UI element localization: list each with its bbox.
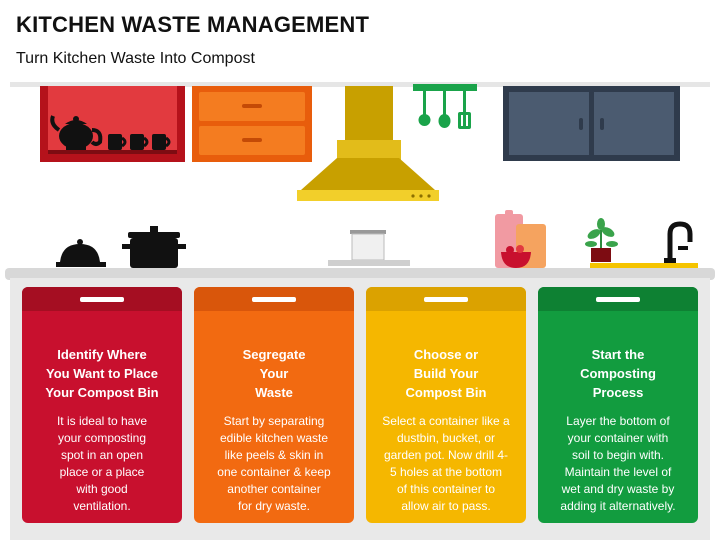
card-top-strip xyxy=(22,287,182,311)
cabinet-knob xyxy=(579,118,583,130)
card-body-line: Start by separating xyxy=(223,414,325,428)
range-hood-icon xyxy=(297,158,439,201)
card-body-line: adding it alternatively. xyxy=(560,499,676,513)
drawer-bottom xyxy=(199,126,305,155)
card-heading-line: Segregate xyxy=(242,347,306,362)
card-body-line: It is ideal to have xyxy=(56,414,148,428)
teapot-icon xyxy=(48,115,177,154)
ladle-icon xyxy=(418,90,451,128)
card-body-line: allow air to pass. xyxy=(401,499,491,513)
card-heading-line: Compost Bin xyxy=(405,385,487,400)
card-body: Layer the bottom of your container with … xyxy=(546,413,690,515)
card-body-line: your container with xyxy=(567,431,669,445)
ceiling-line xyxy=(10,82,710,87)
card-body-line: dustbin, bucket, or xyxy=(396,431,496,445)
step-card-choose-bin: Choose or Build Your Compost Bin Select … xyxy=(366,287,526,523)
cabinet-knob xyxy=(600,118,604,130)
cabinet-door-left xyxy=(509,92,589,155)
covered-dish-icon xyxy=(56,239,106,267)
card-body-line: spot in an open xyxy=(60,448,144,462)
card-body-line: of this container to xyxy=(396,482,496,496)
step-card-start-composting: Start the Composting Process Layer the b… xyxy=(538,287,698,523)
range-hood-duct xyxy=(345,86,393,144)
card-heading-line: Start the xyxy=(591,347,645,362)
card-body-line: with good xyxy=(76,482,128,496)
card-heading: Choose or Build Your Compost Bin xyxy=(374,345,518,402)
card-body-line: wet and dry waste by xyxy=(561,482,675,496)
card-body-line: for dry waste. xyxy=(237,499,311,513)
card-handle xyxy=(252,297,296,302)
card-body-line: Select a container like a xyxy=(382,414,510,428)
card-body-line: edible kitchen waste xyxy=(219,431,329,445)
drawer-cabinet-icon xyxy=(192,86,312,162)
card-body-line: soil to begin with. xyxy=(571,448,665,462)
card-handle xyxy=(596,297,640,302)
card-heading-line: Build Your xyxy=(413,366,479,381)
card-body: Select a container like a dustbin, bucke… xyxy=(374,413,518,515)
card-body-line: place or a place xyxy=(59,465,145,479)
saucepan-icon xyxy=(328,230,410,266)
card-body-line: like peels & skin in xyxy=(224,448,324,462)
card-body: Start by separating edible kitchen waste… xyxy=(202,413,346,515)
fruit-bowl-icon xyxy=(501,245,531,268)
card-body-line: another container xyxy=(227,482,321,496)
step-card-identify-spot: Identify Where You Want to Place Your Co… xyxy=(22,287,182,523)
card-heading-line: Process xyxy=(592,385,644,400)
card-top-strip xyxy=(194,287,354,311)
cooking-pot-icon xyxy=(122,226,186,268)
faucet-icon xyxy=(590,221,698,269)
card-body-line: 5 holes at the bottom xyxy=(389,465,503,479)
step-card-segregate-waste: Segregate Your Waste Start by separating… xyxy=(194,287,354,523)
potted-plant-icon xyxy=(585,218,618,262)
card-heading: Start the Composting Process xyxy=(546,345,690,402)
card-heading: Identify Where You Want to Place Your Co… xyxy=(30,345,174,402)
card-heading-line: Your xyxy=(259,366,289,381)
cabinet-door-right xyxy=(594,92,674,155)
card-heading-line: Identify Where xyxy=(57,347,147,362)
card-heading-line: Composting xyxy=(580,366,656,381)
card-handle xyxy=(80,297,124,302)
drawer-top xyxy=(199,92,305,121)
page-title: KITCHEN WASTE MANAGEMENT xyxy=(16,12,370,37)
card-heading-line: Waste xyxy=(255,385,293,400)
card-body-line: ventilation. xyxy=(73,499,131,513)
cup-icon xyxy=(108,134,171,150)
range-hood-collar xyxy=(337,140,401,162)
card-top-strip xyxy=(538,287,698,311)
card-heading-line: Your Compost Bin xyxy=(45,385,159,400)
card-body-line: one container & keep xyxy=(217,465,331,479)
card-handle xyxy=(424,297,468,302)
card-body: It is ideal to have your composting spot… xyxy=(30,413,174,515)
card-body-line: Layer the bottom of xyxy=(566,414,670,428)
card-body-line: your composting xyxy=(57,431,147,445)
card-body-line: Maintain the level of xyxy=(564,465,672,479)
wall-cabinet-icon xyxy=(503,86,680,161)
red-open-shelf xyxy=(40,86,185,162)
utensil-rail xyxy=(413,84,477,91)
card-heading-line: You Want to Place xyxy=(46,366,158,381)
drawer-handle xyxy=(242,138,262,142)
countertop xyxy=(5,268,715,280)
card-heading-line: Choose or xyxy=(413,347,479,362)
card-heading: Segregate Your Waste xyxy=(202,345,346,402)
page-subtitle: Turn Kitchen Waste Into Compost xyxy=(16,50,255,67)
card-top-strip xyxy=(366,287,526,311)
drawer-handle xyxy=(242,104,262,108)
spatula-icon xyxy=(458,90,471,129)
card-body-line: garden pot. Now drill 4- xyxy=(383,448,509,462)
